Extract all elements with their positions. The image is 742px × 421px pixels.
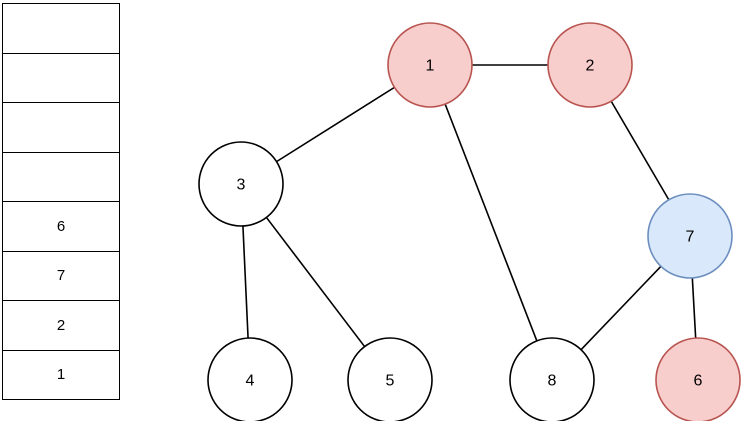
graph-node-8[interactable]: 8 bbox=[509, 337, 595, 421]
stack-cell: 2 bbox=[3, 301, 119, 351]
graph-node-7[interactable]: 7 bbox=[647, 193, 733, 279]
graph-node-label-4: 4 bbox=[246, 373, 255, 390]
graph-edge-3-5 bbox=[265, 216, 366, 348]
graph-diagram: 1 2 3 7 4 5 8 6 bbox=[130, 0, 742, 421]
graph-node-circle-4[interactable] bbox=[207, 337, 293, 421]
graph-node-label-8: 8 bbox=[548, 373, 557, 390]
graph-node-label-5: 5 bbox=[386, 373, 395, 390]
graph-node-label-6: 6 bbox=[694, 373, 703, 390]
graph-node-label-3: 3 bbox=[237, 177, 246, 194]
graph-node-label-1: 1 bbox=[426, 58, 435, 75]
graph-node-6[interactable]: 6 bbox=[655, 337, 741, 421]
graph-nodes: 1 2 3 7 4 5 8 6 bbox=[198, 22, 741, 421]
graph-node-circle-1[interactable] bbox=[387, 22, 473, 108]
graph-node-3[interactable]: 3 bbox=[198, 141, 284, 227]
graph-edge-7-8 bbox=[580, 265, 662, 351]
graph-node-circle-2[interactable] bbox=[547, 22, 633, 108]
stack-cell bbox=[3, 103, 119, 153]
graph-edges bbox=[242, 64, 697, 351]
graph-node-1[interactable]: 1 bbox=[387, 22, 473, 108]
graph-node-circle-3[interactable] bbox=[198, 141, 284, 227]
graph-node-label-2: 2 bbox=[586, 58, 595, 75]
graph-node-2[interactable]: 2 bbox=[547, 22, 633, 108]
graph-node-circle-5[interactable] bbox=[347, 337, 433, 421]
stack-cell: 7 bbox=[3, 251, 119, 301]
graph-edge-1-8 bbox=[444, 103, 538, 342]
graph-node-circle-8[interactable] bbox=[509, 337, 595, 421]
stack-cell bbox=[3, 53, 119, 103]
stack-cell: 1 bbox=[3, 350, 119, 399]
graph-edge-2-7 bbox=[610, 100, 670, 201]
graph-node-5[interactable]: 5 bbox=[347, 337, 433, 421]
stack-cell: 6 bbox=[3, 202, 119, 252]
stack-cell bbox=[3, 152, 119, 202]
graph-edge-1-3 bbox=[276, 86, 395, 163]
graph-edge-3-4 bbox=[242, 225, 249, 339]
graph-canvas: 1 2 3 7 4 5 8 6 bbox=[198, 22, 741, 421]
graph-edge-7-6 bbox=[691, 277, 697, 339]
graph-node-4[interactable]: 4 bbox=[207, 337, 293, 421]
graph-node-circle-7[interactable] bbox=[647, 193, 733, 279]
graph-node-circle-6[interactable] bbox=[655, 337, 741, 421]
stack-table: 6 7 2 1 bbox=[2, 3, 120, 400]
stack-cell bbox=[3, 4, 119, 54]
graph-node-label-7: 7 bbox=[686, 229, 695, 246]
